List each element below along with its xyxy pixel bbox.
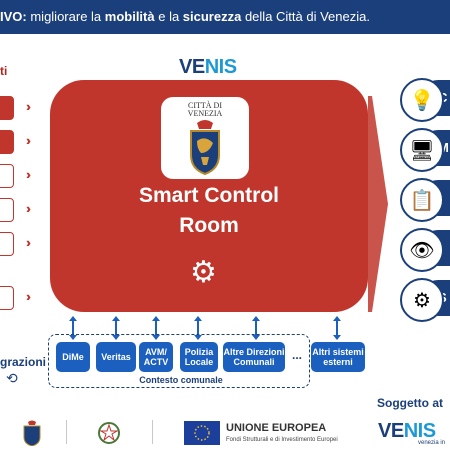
input-source-box — [0, 232, 14, 256]
crest-caption-line2: VENEZIA — [187, 109, 223, 118]
system-pill-dime: DiMe — [56, 342, 90, 372]
venis-logo: VENIS — [179, 56, 237, 79]
input-source-box — [0, 130, 14, 154]
divider — [66, 420, 67, 444]
objective-banner: IVO: migliorare la mobilità e la sicurez… — [0, 0, 450, 34]
banner-text-3: della Città di Venezia. — [241, 9, 370, 24]
bidirectional-arrow-icon — [69, 316, 77, 340]
venis-logo-ve: VE — [179, 56, 205, 78]
system-pill-polizia-locale: Polizia Locale — [180, 342, 218, 372]
system-pill-altre-direzioni: Altre Direzioni Comunali — [223, 342, 285, 372]
venis-tagline: venezia in — [418, 440, 446, 446]
venis-logo-bottom: VENIS — [378, 420, 436, 443]
implementing-entity-label: Soggetto at — [377, 396, 443, 410]
eu-title: UNIONE EUROPEA — [226, 422, 327, 434]
crest-caption-line1: CITTÀ DI — [188, 101, 222, 110]
input-source-box — [0, 198, 14, 222]
crest-caption: CITTÀ DI VENEZIA — [161, 102, 249, 118]
integrations-label: grazioni — [0, 355, 47, 369]
ellipsis: ... — [292, 348, 303, 362]
bidirectional-arrow-icon — [252, 316, 260, 340]
input-source-box — [0, 96, 14, 120]
main-title-line1: Smart Control — [138, 184, 279, 207]
chevron-right-icon: ››› — [26, 289, 31, 304]
flowchart-icon: ⚙ — [400, 278, 444, 322]
venezia-crest-icon — [190, 120, 220, 175]
eu-subtitle: Fondi Strutturali e di Investimento Euro… — [226, 437, 338, 443]
sync-icon: ⟲ — [6, 370, 18, 386]
banner-text-2: e la — [154, 9, 183, 24]
left-section-label: ti — [0, 64, 8, 78]
monitor-icon: 🖥 — [400, 128, 444, 172]
lightbulb-icon: 💡 — [400, 78, 444, 122]
venezia-crest-small-icon — [23, 420, 41, 446]
municipal-context-frame — [48, 334, 310, 388]
system-pill-avm-actv: AVM/ ACTV — [139, 342, 173, 372]
chevron-right-icon: ››› — [26, 133, 31, 148]
output-arrow-icon — [368, 96, 388, 312]
report-icon: 📋 — [400, 178, 444, 222]
divider — [152, 420, 153, 444]
venezia-crest-card: CITTÀ DI VENEZIA — [161, 97, 249, 179]
bidirectional-arrow-icon — [333, 316, 341, 340]
eye-icon: 👁 — [400, 228, 444, 272]
bidirectional-arrow-icon — [152, 316, 160, 340]
system-pill-veritas: Veritas — [96, 342, 136, 372]
banner-text-1: migliorare la — [26, 9, 105, 24]
italian-republic-emblem-icon — [98, 422, 120, 444]
input-source-box — [0, 164, 14, 188]
venis-logo-nis: NIS — [204, 56, 237, 78]
gears-icon: ⚙ — [190, 256, 217, 289]
chevron-right-icon: ››› — [26, 201, 31, 216]
venis-logo-bottom-ve: VE — [378, 420, 404, 442]
eu-flag-icon — [184, 421, 220, 445]
chevron-right-icon: ››› — [26, 167, 31, 182]
banner-bold-mobility: mobilità — [104, 9, 155, 24]
municipal-context-label: Contesto comunale — [139, 375, 223, 385]
chevron-right-icon: ››› — [26, 99, 31, 114]
banner-prefix: IVO: — [0, 9, 27, 24]
venis-logo-bottom-nis: NIS — [403, 420, 436, 442]
main-title-line2: Room — [179, 214, 239, 237]
chevron-right-icon: ››› — [26, 235, 31, 250]
bidirectional-arrow-icon — [194, 316, 202, 340]
banner-bold-security: sicurezza — [182, 9, 242, 24]
input-source-box — [0, 286, 14, 310]
bidirectional-arrow-icon — [112, 316, 120, 340]
system-pill-external: Altri sistemi esterni — [311, 342, 365, 372]
